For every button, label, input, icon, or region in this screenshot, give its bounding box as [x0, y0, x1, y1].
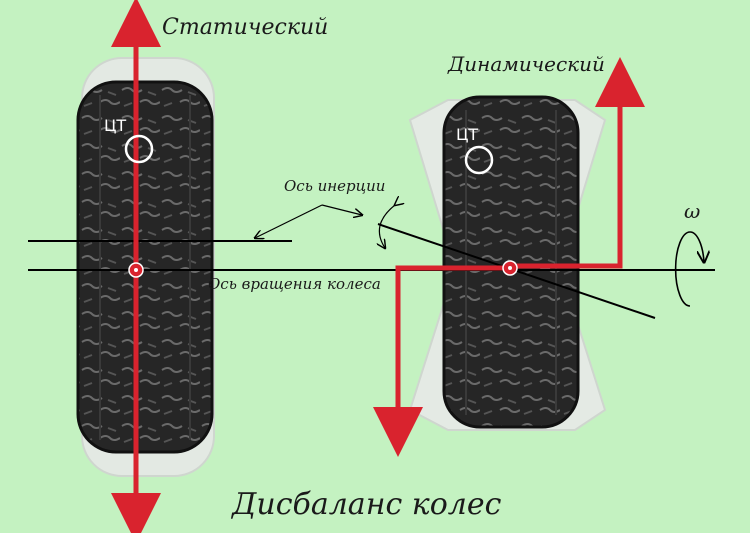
dynamic-force-left-arrow — [373, 265, 510, 457]
dynamic-force-right-arrow — [510, 57, 645, 269]
static-cg-label: ЦТ — [104, 116, 126, 135]
static-wheel — [76, 57, 215, 477]
dynamic-wheel — [408, 95, 607, 431]
force-arrows — [111, 0, 645, 533]
center-points — [128, 260, 518, 278]
inertia-leader-left — [255, 204, 323, 238]
dynamic-cg-circle — [464, 145, 494, 175]
dynamic-label: Динамический — [447, 52, 605, 76]
inertia-leader-right — [321, 204, 362, 215]
rotation-direction-icon — [674, 231, 704, 307]
rotation-axis-label: Ось вращения колеса — [208, 275, 381, 293]
tilt-arc-icon — [379, 205, 395, 248]
static-cg-circle — [124, 134, 154, 164]
diagram-title: Дисбаланс колес — [230, 487, 502, 522]
omega-label: ω — [684, 199, 700, 223]
static-tire — [76, 80, 214, 454]
dynamic-cg-label: ЦТ — [456, 125, 478, 144]
inertia-axis-label: Ось инерции — [284, 177, 385, 195]
static-label: Статический — [162, 15, 328, 40]
